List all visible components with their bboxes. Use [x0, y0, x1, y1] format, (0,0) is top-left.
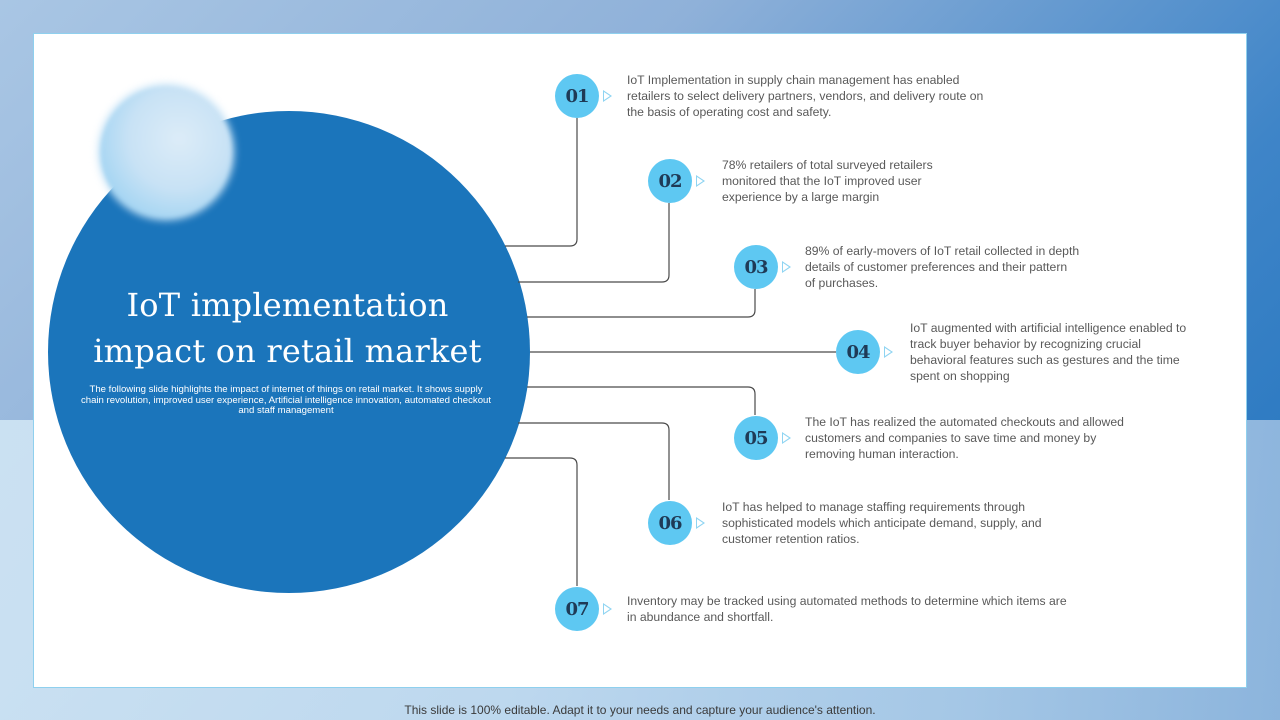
step-description-07: Inventory may be tracked using automated… [627, 594, 1067, 624]
connector-02 [518, 203, 670, 283]
connector-07 [505, 457, 578, 586]
play-arrow-icon [782, 261, 791, 273]
play-arrow-icon [696, 175, 705, 187]
play-arrow-icon [696, 517, 705, 529]
title-line-1: IoT implementation [126, 286, 449, 324]
play-arrow-icon [884, 346, 893, 358]
decorative-bubble [100, 86, 232, 218]
step-number-07: 07 [555, 587, 599, 631]
play-arrow-icon [603, 90, 612, 102]
step-number-03: 03 [734, 245, 778, 289]
step-description-02: 78% retailers of total surveyed retailer… [722, 158, 933, 204]
connector-06 [518, 422, 670, 500]
slide-subtitle: The following slide highlights the impac… [80, 384, 492, 416]
step-number-01: 01 [555, 74, 599, 118]
connector-05 [527, 386, 756, 415]
slide-title: IoT implementation impact on retail mark… [70, 282, 505, 374]
step-description-04: IoT augmented with artificial intelligen… [910, 321, 1187, 383]
step-description-05: The IoT has realized the automated check… [805, 415, 1124, 461]
footer-note: This slide is 100% editable. Adapt it to… [404, 703, 876, 717]
connector-01 [505, 118, 578, 247]
step-description-06: IoT has helped to manage staffing requir… [722, 500, 1042, 546]
play-arrow-icon [603, 603, 612, 615]
step-description-01: IoT Implementation in supply chain manag… [627, 73, 984, 119]
step-number-05: 05 [734, 416, 778, 460]
step-number-04: 04 [836, 330, 880, 374]
title-line-2: impact on retail market [93, 332, 482, 370]
step-number-02: 02 [648, 159, 692, 203]
step-description-03: 89% of early-movers of IoT retail collec… [805, 244, 1080, 290]
connector-03 [527, 289, 756, 318]
play-arrow-icon [782, 432, 791, 444]
step-number-06: 06 [648, 501, 692, 545]
